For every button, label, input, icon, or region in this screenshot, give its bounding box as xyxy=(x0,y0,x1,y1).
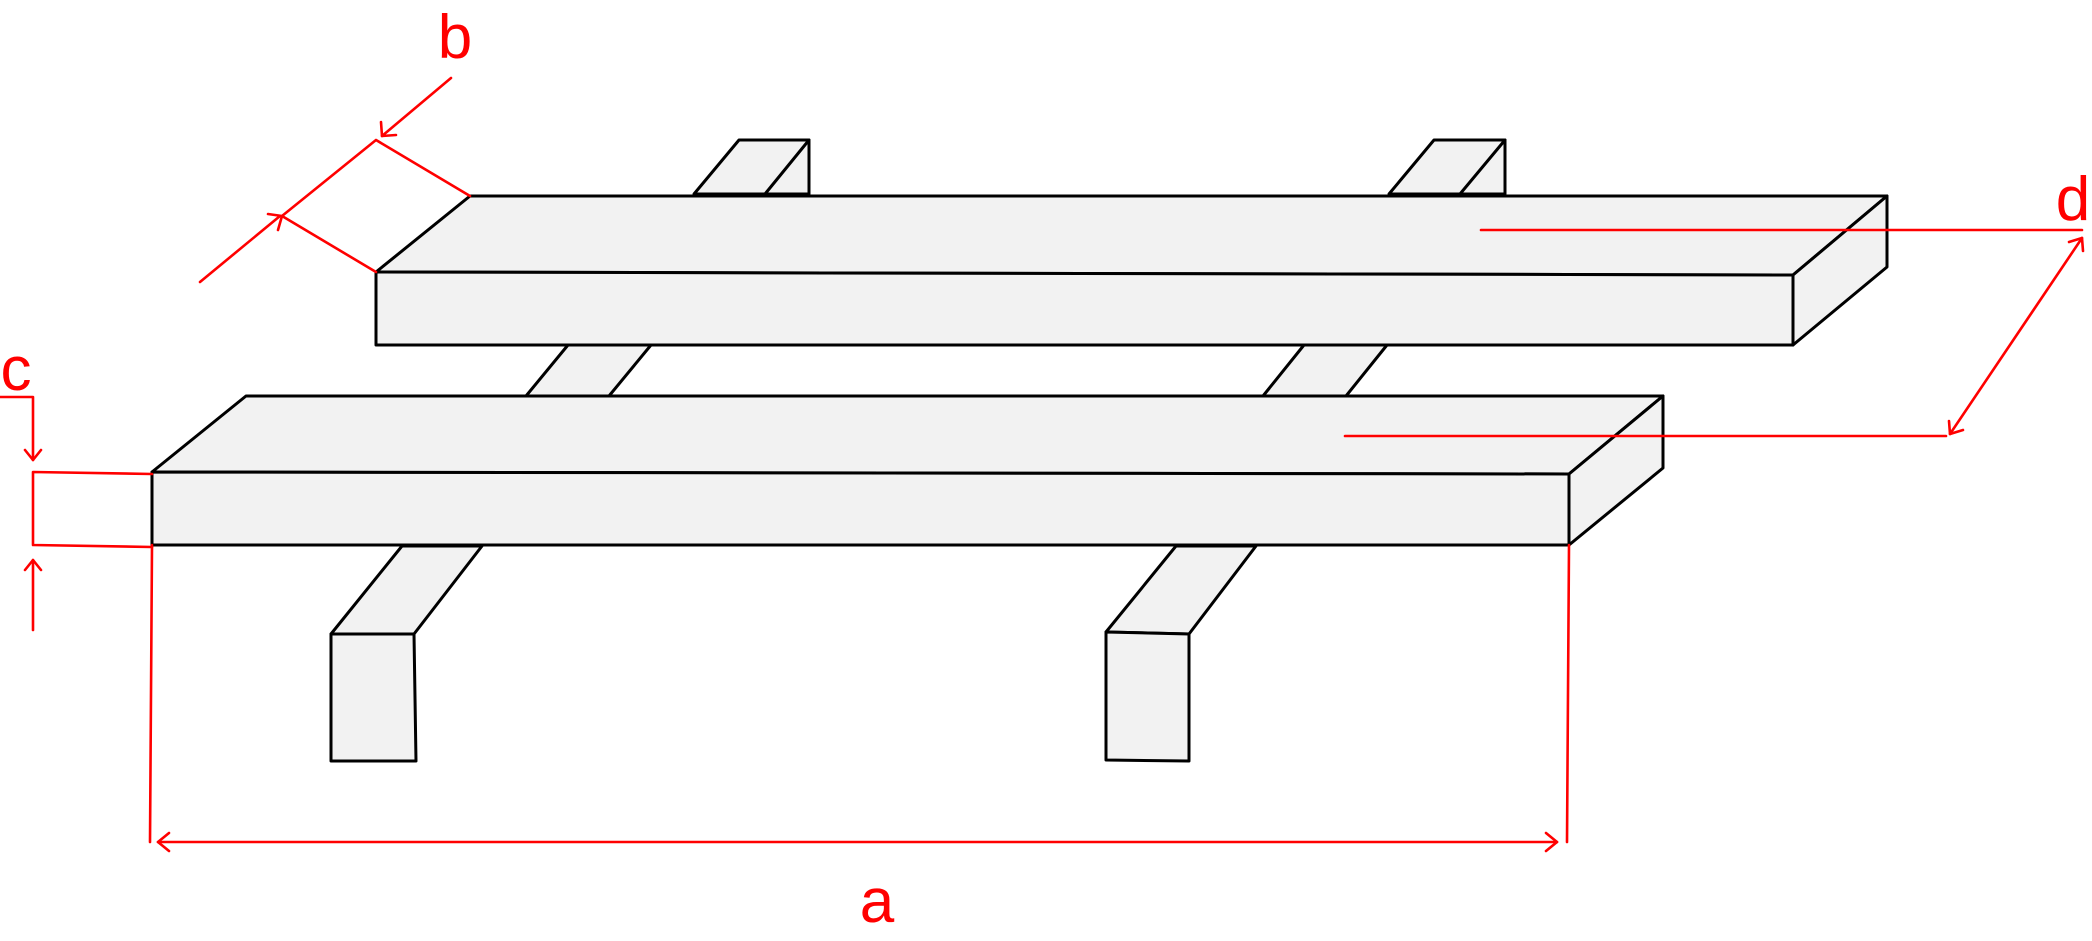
dimension-d-label: d xyxy=(2056,165,2090,234)
dimension-d: d xyxy=(1343,165,2090,438)
dimension-a-label: a xyxy=(860,867,895,936)
rail-right-middle xyxy=(1261,343,1389,398)
front-leg-left xyxy=(329,544,484,763)
dimension-c: c xyxy=(0,335,154,632)
back-support-right xyxy=(1387,138,1507,196)
dimension-b-label: b xyxy=(438,3,472,72)
back-support-left xyxy=(692,138,811,196)
front-leg-right xyxy=(1104,544,1258,763)
dimension-a: a xyxy=(148,543,1571,936)
dimension-b: b xyxy=(198,3,472,284)
dimension-c-label: c xyxy=(1,335,32,404)
back-plank xyxy=(374,194,1889,347)
front-plank xyxy=(150,394,1665,547)
rail-left-middle xyxy=(524,343,653,398)
